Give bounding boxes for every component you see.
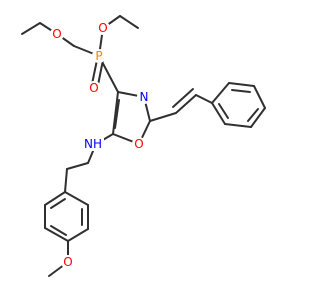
bond	[50, 225, 67, 236]
bond	[211, 102, 226, 125]
bond	[253, 85, 266, 109]
bond	[250, 107, 266, 128]
bond	[172, 88, 194, 108]
bond	[44, 191, 66, 206]
atom-label: NH	[84, 137, 102, 151]
atom-n-ring: N	[137, 90, 151, 104]
atom-labels: O O P O N O NH O	[50, 21, 151, 269]
bond	[114, 99, 120, 129]
bond	[247, 108, 259, 122]
bond	[149, 112, 177, 122]
bond	[97, 59, 104, 86]
bond	[91, 59, 98, 85]
bond	[64, 191, 89, 206]
atom-o1: O	[50, 27, 64, 41]
bond	[224, 123, 252, 128]
atom-label: O	[89, 81, 98, 95]
bond	[64, 168, 68, 193]
structure-canvas: O O P O N O NH O	[21, 15, 266, 277]
atom-nh: NH	[82, 137, 104, 151]
bond	[218, 103, 229, 119]
bond	[195, 94, 213, 104]
bond	[67, 228, 89, 242]
bond	[21, 22, 41, 35]
bond	[50, 198, 66, 209]
atom-label: N	[140, 90, 149, 104]
atom-label: O	[63, 255, 72, 269]
bond	[66, 162, 89, 170]
atom-label: O	[52, 27, 61, 41]
atom-o3: O	[87, 81, 101, 95]
bond	[175, 94, 197, 114]
atom-o2: O	[96, 21, 110, 35]
atom-label: O	[98, 21, 107, 35]
bond	[211, 82, 230, 104]
atom-o-methoxy: O	[61, 255, 75, 269]
bond	[112, 91, 119, 135]
bond	[119, 15, 139, 29]
bond	[231, 89, 251, 93]
atom-label: O	[134, 137, 143, 151]
atom-label: P	[95, 49, 102, 63]
atom-o-ring: O	[132, 137, 146, 151]
atom-p: P	[92, 49, 106, 63]
bond	[228, 82, 255, 87]
bond	[44, 227, 69, 242]
